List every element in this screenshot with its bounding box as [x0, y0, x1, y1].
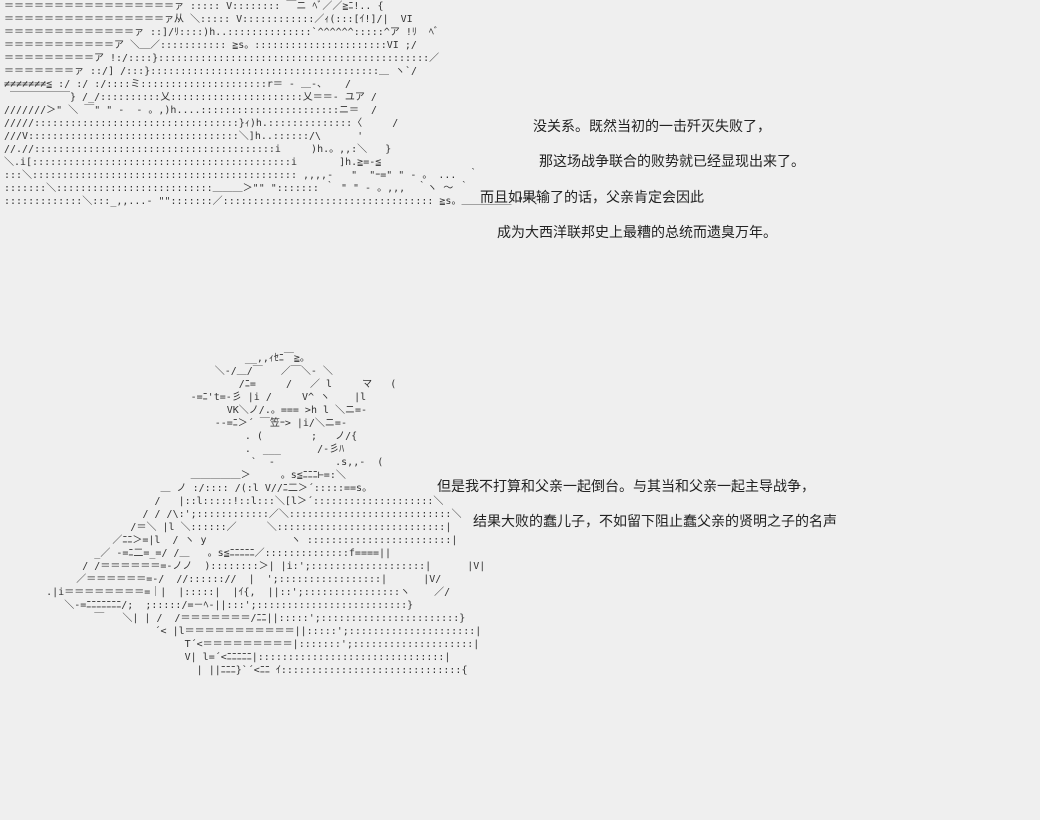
ascii-art-bottom: __,,ｨｾﾆ￣≧。 ＼-/＿/￣ ／￣＼- ＼ /ﾆ= / ／ l マ ( -…	[46, 353, 486, 676]
dialogue-line-4: 成为大西洋联邦史上最糟的总统而遗臭万年。	[497, 225, 777, 241]
ascii-art-top: ＝＝＝＝＝＝＝＝＝＝＝＝＝＝＝＝＝ァ ::::: V:::::::: ￣ニ ﾍﾞ…	[4, 1, 540, 207]
dialogue-line-2: 那这场战争联合的败势就已经显现出来了。	[539, 154, 805, 170]
dialogue-line-5: 但是我不打算和父亲一起倒台。与其当和父亲一起主导战争，	[437, 479, 815, 495]
dialogue-line-1: 没关系。既然当初的一击歼灭失败了，	[533, 119, 771, 135]
dialogue-line-6: 结果大败的蠢儿子，不如留下阻止蠢父亲的贤明之子的名声	[473, 514, 837, 530]
dialogue-line-3: 而且如果输了的话，父亲肯定会因此	[480, 190, 704, 206]
